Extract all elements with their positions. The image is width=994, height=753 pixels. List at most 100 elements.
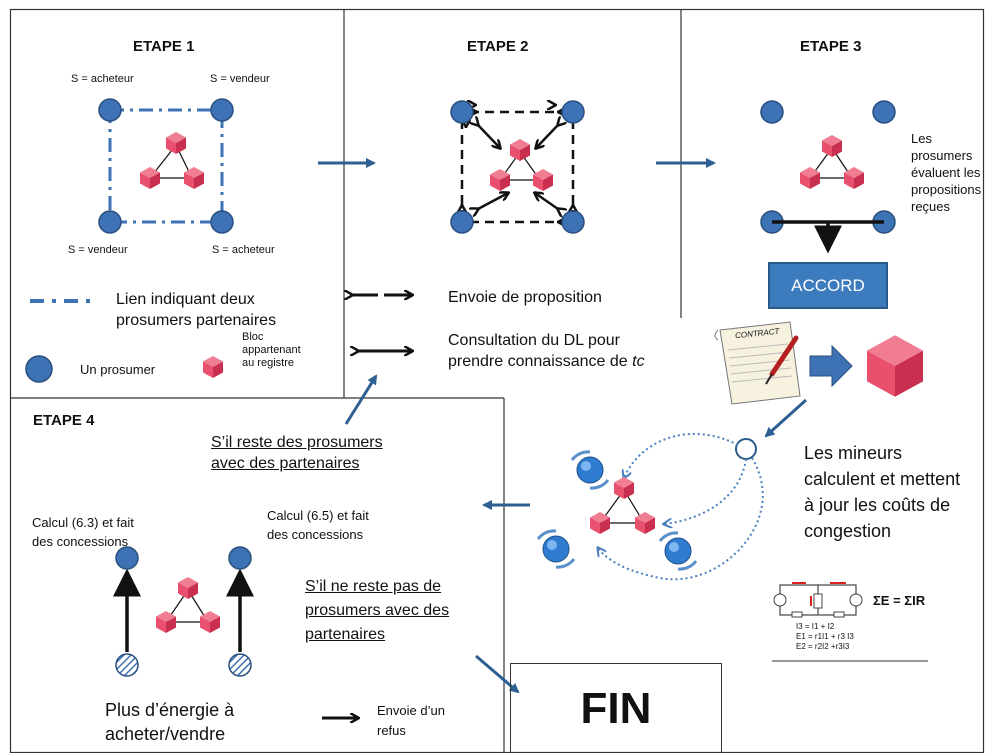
equation: E1 = r1I1 + r3 I3	[796, 632, 854, 641]
prosumer-node-icon	[115, 546, 139, 570]
legend-prosumer: Un prosumer	[80, 362, 156, 377]
prosumer-node-icon	[760, 100, 784, 124]
text-line: propositions	[911, 182, 982, 197]
step2-title: ETAPE 2	[467, 38, 529, 55]
prosumer-node-icon	[98, 210, 122, 234]
globe-icon	[570, 450, 610, 490]
energy-text: Plus d’énergie à acheter/vendre	[105, 698, 234, 746]
text-line: calculent et mettent	[804, 469, 961, 489]
condition-no: S’il ne reste pas de prosumers avec des …	[305, 575, 449, 647]
pink-cube-icon	[533, 169, 553, 191]
text-line: avec des partenaires	[211, 455, 360, 472]
pink-cube-icon	[140, 167, 160, 189]
fin-box: FIN	[510, 663, 722, 753]
legend-icons	[25, 295, 412, 383]
legend-partner-link: Lien indiquant deux prosumers partenaire…	[116, 289, 276, 331]
big-cube-icon	[867, 335, 923, 397]
circuit-equations: I3 = I1 + I2 E1 = r1I1 + r3 I3 E2 = r2I2…	[796, 622, 854, 652]
globe-icon	[536, 529, 576, 569]
pink-cube-icon	[614, 477, 634, 499]
text-line: partenaires	[305, 626, 386, 643]
pen-icon	[765, 335, 799, 385]
role-label: S = acheteur	[212, 244, 275, 256]
miner-node-icon	[735, 438, 757, 460]
blockchain-triangle	[800, 135, 864, 189]
pink-cube-icon	[184, 167, 204, 189]
prosumer-node-icon	[450, 100, 474, 124]
prosumer-node-icon	[210, 98, 234, 122]
calc-right: Calcul (6.5) et fait des concessions	[267, 506, 369, 544]
hatched-circle-icon	[228, 653, 252, 677]
text-line: Envoie d’un	[377, 703, 445, 718]
equation: I3 = I1 + I2	[796, 622, 835, 631]
text-line: S’il reste des prosumers	[211, 434, 383, 451]
pink-cube-icon	[800, 167, 820, 189]
pink-cube-icon	[490, 169, 510, 191]
step4-title: ETAPE 4	[33, 412, 95, 429]
role-label: S = vendeur	[68, 244, 128, 256]
prosumer-node-icon	[98, 98, 122, 122]
prosumer-node-icon	[25, 355, 53, 383]
miner-network	[536, 432, 764, 581]
prosumer-node-icon	[210, 210, 234, 234]
pink-cube-icon	[635, 512, 655, 534]
condition-yes: S’il reste des prosumers avec des parten…	[211, 432, 383, 474]
equation: E2 = r2I2 +r3I3	[796, 642, 850, 651]
prosumer-node-icon	[450, 210, 474, 234]
step3-title: ETAPE 3	[800, 38, 862, 55]
blockchain-triangle	[490, 139, 553, 191]
text-line: reçues	[911, 199, 951, 214]
legend-consult: Consultation du DL pour prendre connaiss…	[448, 330, 645, 372]
prosumer-node-icon	[561, 100, 585, 124]
legend-text: Bloc	[242, 331, 264, 343]
legend-block: Bloc appartenant au registre	[242, 331, 301, 370]
legend-text: prosumers partenaires	[116, 312, 277, 329]
pink-cube-icon	[178, 577, 198, 599]
legend-text: appartenant	[242, 344, 301, 356]
text-line: Les mineurs	[804, 443, 903, 463]
circuit-formula: ΣE = ΣIR	[873, 593, 926, 608]
refusal-text: Envoie d’un refus	[377, 701, 445, 741]
pink-cube-icon	[156, 611, 176, 633]
step4-diagram	[113, 546, 358, 718]
text-line: des concessions	[32, 534, 129, 549]
flow-arrow	[764, 398, 808, 438]
text-line: acheter/vendre	[105, 724, 226, 744]
accord-box: ACCORD	[768, 262, 888, 309]
role-label: S = acheteur	[71, 73, 134, 85]
miners-text: Les mineurs calculent et mettent à jour …	[804, 440, 960, 544]
step3-evaluation-text: Les prosumers évaluent les propositions …	[911, 130, 981, 215]
blockchain-triangle	[140, 132, 204, 189]
flow-arrow	[344, 374, 378, 425]
text-line: Calcul (6.5) et fait	[267, 508, 369, 523]
legend-proposal: Envoie de proposition	[448, 289, 602, 306]
prosumer-node-icon	[561, 210, 585, 234]
prosumer-node-icon	[872, 100, 896, 124]
blockchain-triangle	[156, 577, 220, 633]
prosumer-node-icon	[228, 546, 252, 570]
text-line: Les	[911, 131, 932, 146]
pink-cube-icon	[510, 139, 530, 161]
circuit-diagram-icon	[772, 582, 928, 662]
block-arrow-icon	[809, 344, 853, 388]
legend-text: au registre	[242, 357, 294, 369]
text-line: Calcul (6.3) et fait	[32, 515, 134, 530]
step1-title: ETAPE 1	[133, 38, 195, 55]
legend-text: Lien indiquant deux	[116, 291, 255, 308]
text-line: des concessions	[267, 527, 364, 542]
pink-cube-icon	[590, 512, 610, 534]
pink-cube-icon	[166, 132, 186, 154]
legend-text: Consultation du DL pour	[448, 332, 620, 349]
calc-left: Calcul (6.3) et fait des concessions	[32, 513, 134, 551]
text-line: congestion	[804, 521, 892, 541]
text-line: Plus d’énergie à	[105, 700, 235, 720]
step2-diagram	[450, 100, 585, 234]
text-line: prosumers avec des	[305, 602, 450, 619]
legend-text: prendre connaissance de tc	[448, 353, 645, 370]
contract-icon	[714, 321, 801, 405]
pink-cube-icon	[822, 135, 842, 157]
text-line: prosumers	[911, 148, 973, 163]
flow-arrow	[475, 654, 520, 694]
text-line: refus	[377, 723, 406, 738]
